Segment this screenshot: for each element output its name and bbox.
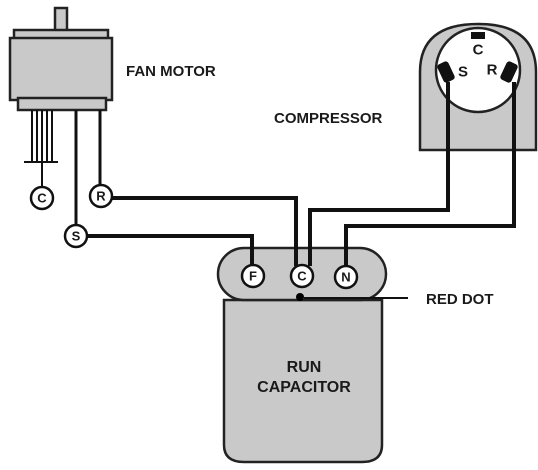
cap-herm-terminal (333, 264, 359, 290)
compressor-common-label: C (473, 42, 484, 59)
wire-fan-start-to-cap-fan (86, 234, 254, 268)
capacitor-terminals: F C N (240, 263, 359, 290)
fan-start-terminal (63, 223, 89, 249)
fan-common-terminal-label: C (37, 191, 47, 206)
compressor-common-pin (471, 32, 485, 39)
cap-herm-terminal-label: N (341, 270, 350, 285)
fan-motor-label: FAN MOTOR (126, 63, 216, 80)
fan-motor (8, 6, 114, 226)
run-capacitor-label-line1: RUN (287, 359, 322, 376)
compressor-start-label: S (458, 64, 468, 81)
fan-terminals: C R S (29, 183, 114, 249)
wire-comp-start-to-cap-common (308, 82, 450, 266)
cap-common-terminal (289, 263, 315, 289)
fan-common-terminal (29, 185, 55, 211)
run-capacitor-label-line2: CAPACITOR (257, 379, 351, 396)
fan-motor-body (8, 36, 114, 102)
cap-fan-terminal (240, 263, 266, 289)
fan-motor-shaft (53, 6, 69, 34)
red-dot (296, 293, 304, 301)
wires (86, 82, 516, 268)
cap-common-terminal-label: C (297, 269, 307, 284)
red-dot-label: RED DOT (426, 291, 494, 308)
fan-start-terminal-label: S (72, 229, 81, 244)
fan-run-terminal (88, 183, 114, 209)
fan-motor-bottom-ring (16, 96, 108, 112)
compressor-start-pin (437, 61, 455, 83)
cap-fan-terminal-label: F (249, 269, 257, 284)
compressor-run-label: R (487, 62, 498, 79)
capacitor-can (222, 298, 384, 464)
compressor-terminal-plate (434, 26, 522, 114)
compressor: C S R (418, 22, 538, 152)
wire-comp-run-to-cap-herm (344, 82, 516, 268)
compressor-label: COMPRESSOR (274, 110, 383, 127)
compressor-run-pin (500, 61, 518, 83)
wire-fan-run-to-cap-common (110, 196, 298, 266)
fan-run-terminal-label: R (96, 189, 106, 204)
fan-motor-leads (24, 110, 58, 163)
